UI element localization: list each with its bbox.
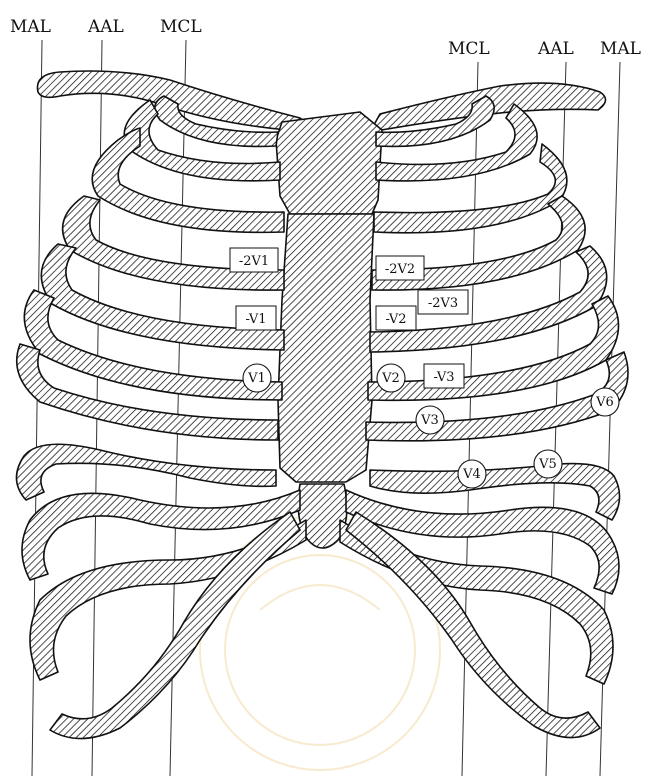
- lead-minus-2v3: -2V3: [428, 296, 458, 311]
- left-mcl-label: MCL: [448, 39, 490, 59]
- right-rib-8: [16, 444, 276, 500]
- lead-minus-2v1: -2V1: [239, 254, 269, 269]
- right-aal-label: AAL: [87, 17, 124, 37]
- manubrium: [276, 112, 382, 214]
- lead-minus-v2: -V2: [385, 312, 406, 327]
- lead-v6: V6: [595, 395, 614, 410]
- left-rib-3: [374, 144, 567, 233]
- left-aal-label: AAL: [537, 39, 574, 59]
- sternum-body: [278, 214, 374, 482]
- left-mal-label: MAL: [600, 39, 641, 59]
- lead-minus-2v2: -2V2: [385, 262, 415, 277]
- lead-v1: V1: [247, 371, 266, 386]
- left-costal-margin: [346, 512, 600, 738]
- right-mal-label: MAL: [10, 17, 51, 37]
- line-labels: MAL AAL MCL MCL AAL MAL: [10, 17, 641, 59]
- rib-cage: [16, 71, 628, 739]
- lead-v4: V4: [462, 467, 481, 482]
- lead-minus-v3: -V3: [433, 370, 454, 385]
- right-mcl-label: MCL: [160, 17, 202, 37]
- lead-v3: V3: [420, 413, 439, 428]
- lead-minus-v1: -V1: [245, 312, 266, 327]
- lead-v5: V5: [538, 457, 557, 472]
- lead-v2: V2: [381, 371, 400, 386]
